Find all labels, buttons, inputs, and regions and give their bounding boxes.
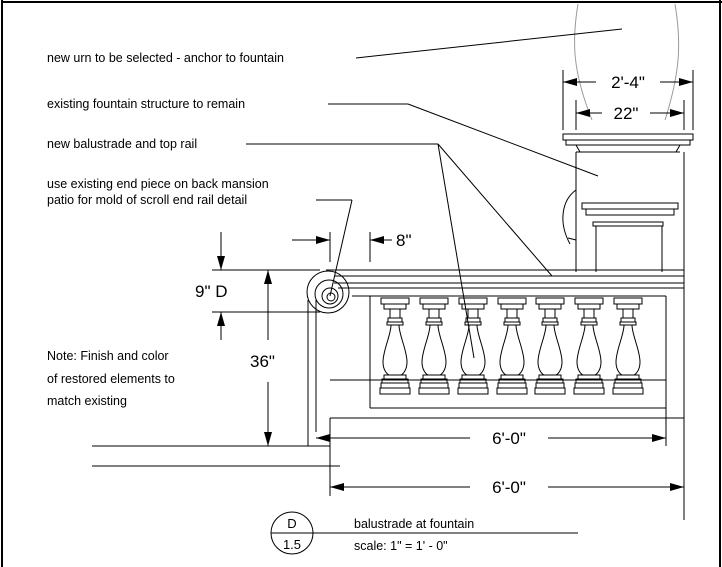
baluster-group <box>379 297 644 395</box>
title-block: D 1.5 balustrade at fountain scale: 1" =… <box>270 511 578 555</box>
note-finish-line1: Note: Finish and color <box>47 349 169 363</box>
note-balustrade: new balustrade and top rail <box>47 137 197 151</box>
urn-outline <box>574 3 680 121</box>
ground-lines <box>92 417 684 467</box>
note-urn: new urn to be selected - anchor to fount… <box>47 51 284 65</box>
note-leaders <box>246 28 623 359</box>
baluster <box>496 297 528 395</box>
baluster <box>534 297 566 395</box>
dim-urn-inner: 22" <box>614 104 639 123</box>
dimension-labels: 2'-4" 22" 8" 9" D 36" 6'-0" 6'-0" <box>195 73 645 497</box>
dim-scroll-offset: 8" <box>396 231 412 250</box>
note-end-piece-line2: patio for mold of scroll end rail detail <box>47 193 247 207</box>
detail-letter: D <box>287 516 296 531</box>
baluster <box>612 297 644 395</box>
balustrade <box>306 269 684 446</box>
baluster <box>379 297 411 395</box>
dim-rail-height: 36" <box>250 352 275 371</box>
baluster <box>457 297 489 395</box>
dimension-lines <box>212 70 694 496</box>
detail-scale: scale: 1" = 1' - 0" <box>354 539 448 553</box>
note-fountain: existing fountain structure to remain <box>47 97 245 111</box>
annotation-notes: new urn to be selected - anchor to fount… <box>47 51 284 408</box>
sheet-number: 1.5 <box>283 537 301 552</box>
fountain-structure <box>562 133 694 520</box>
baluster <box>418 297 450 395</box>
detail-title: balustrade at fountain <box>354 517 474 531</box>
dim-urn-outer: 2'-4" <box>611 73 645 92</box>
note-end-piece-line1: use existing end piece on back mansion <box>47 177 269 191</box>
dim-scroll-depth: 9" D <box>195 282 228 301</box>
dim-span-inner: 6'-0" <box>492 429 526 448</box>
note-finish-line2: of restored elements to <box>47 372 175 386</box>
note-finish-line3: match existing <box>47 394 127 408</box>
dim-span-outer: 6'-0" <box>492 478 526 497</box>
baluster <box>573 297 605 395</box>
